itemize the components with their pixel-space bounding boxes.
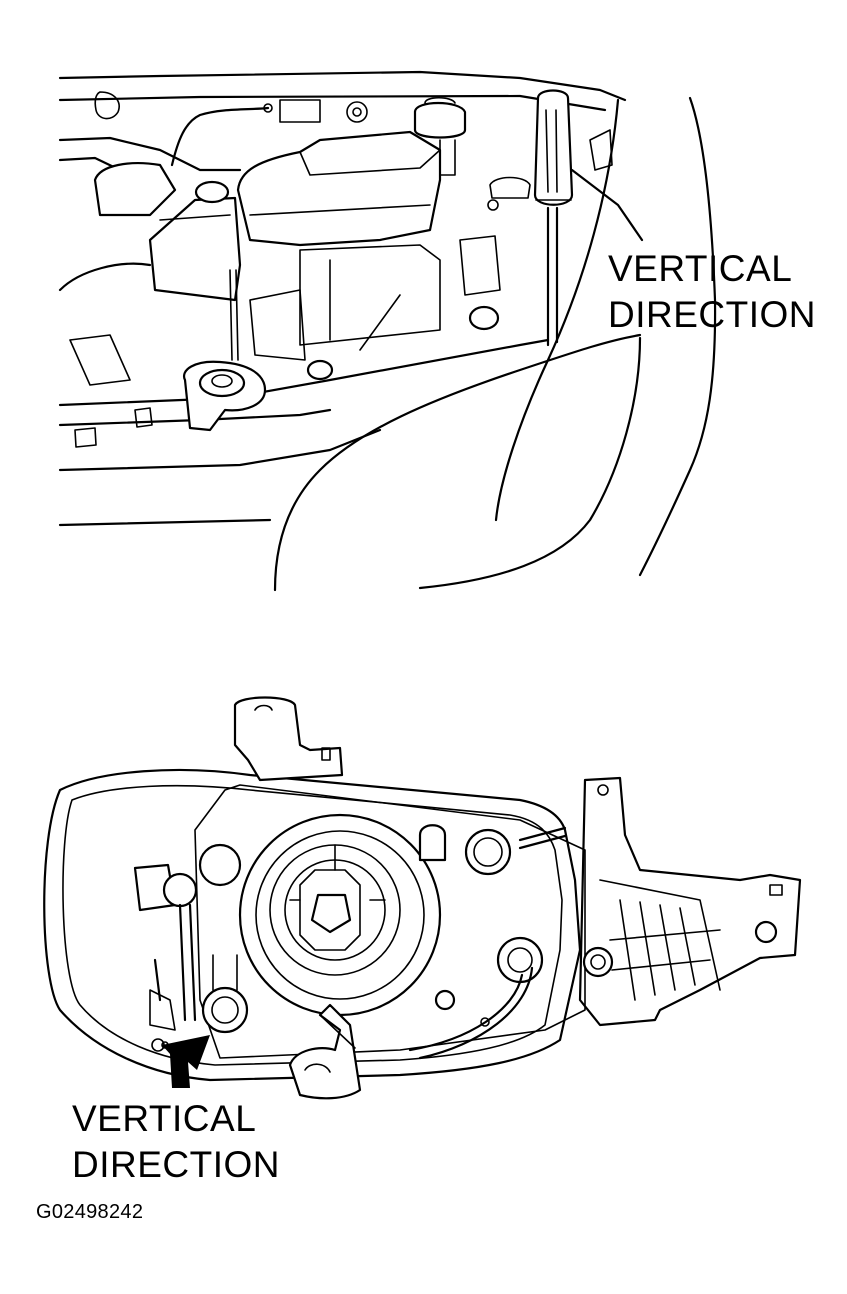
top-callout-line-1: VERTICAL (608, 248, 793, 289)
bottom-callout-line-2: DIRECTION (72, 1144, 280, 1185)
figure-code: G02498242 (36, 1201, 144, 1223)
top-callout-line-2: DIRECTION (608, 294, 816, 335)
screwdriver-handle (533, 89, 574, 206)
arrow-pointer-icon (162, 1035, 210, 1088)
bottom-callout-line-1: VERTICAL (72, 1098, 257, 1139)
vertical-adjust-screw (201, 986, 249, 1034)
